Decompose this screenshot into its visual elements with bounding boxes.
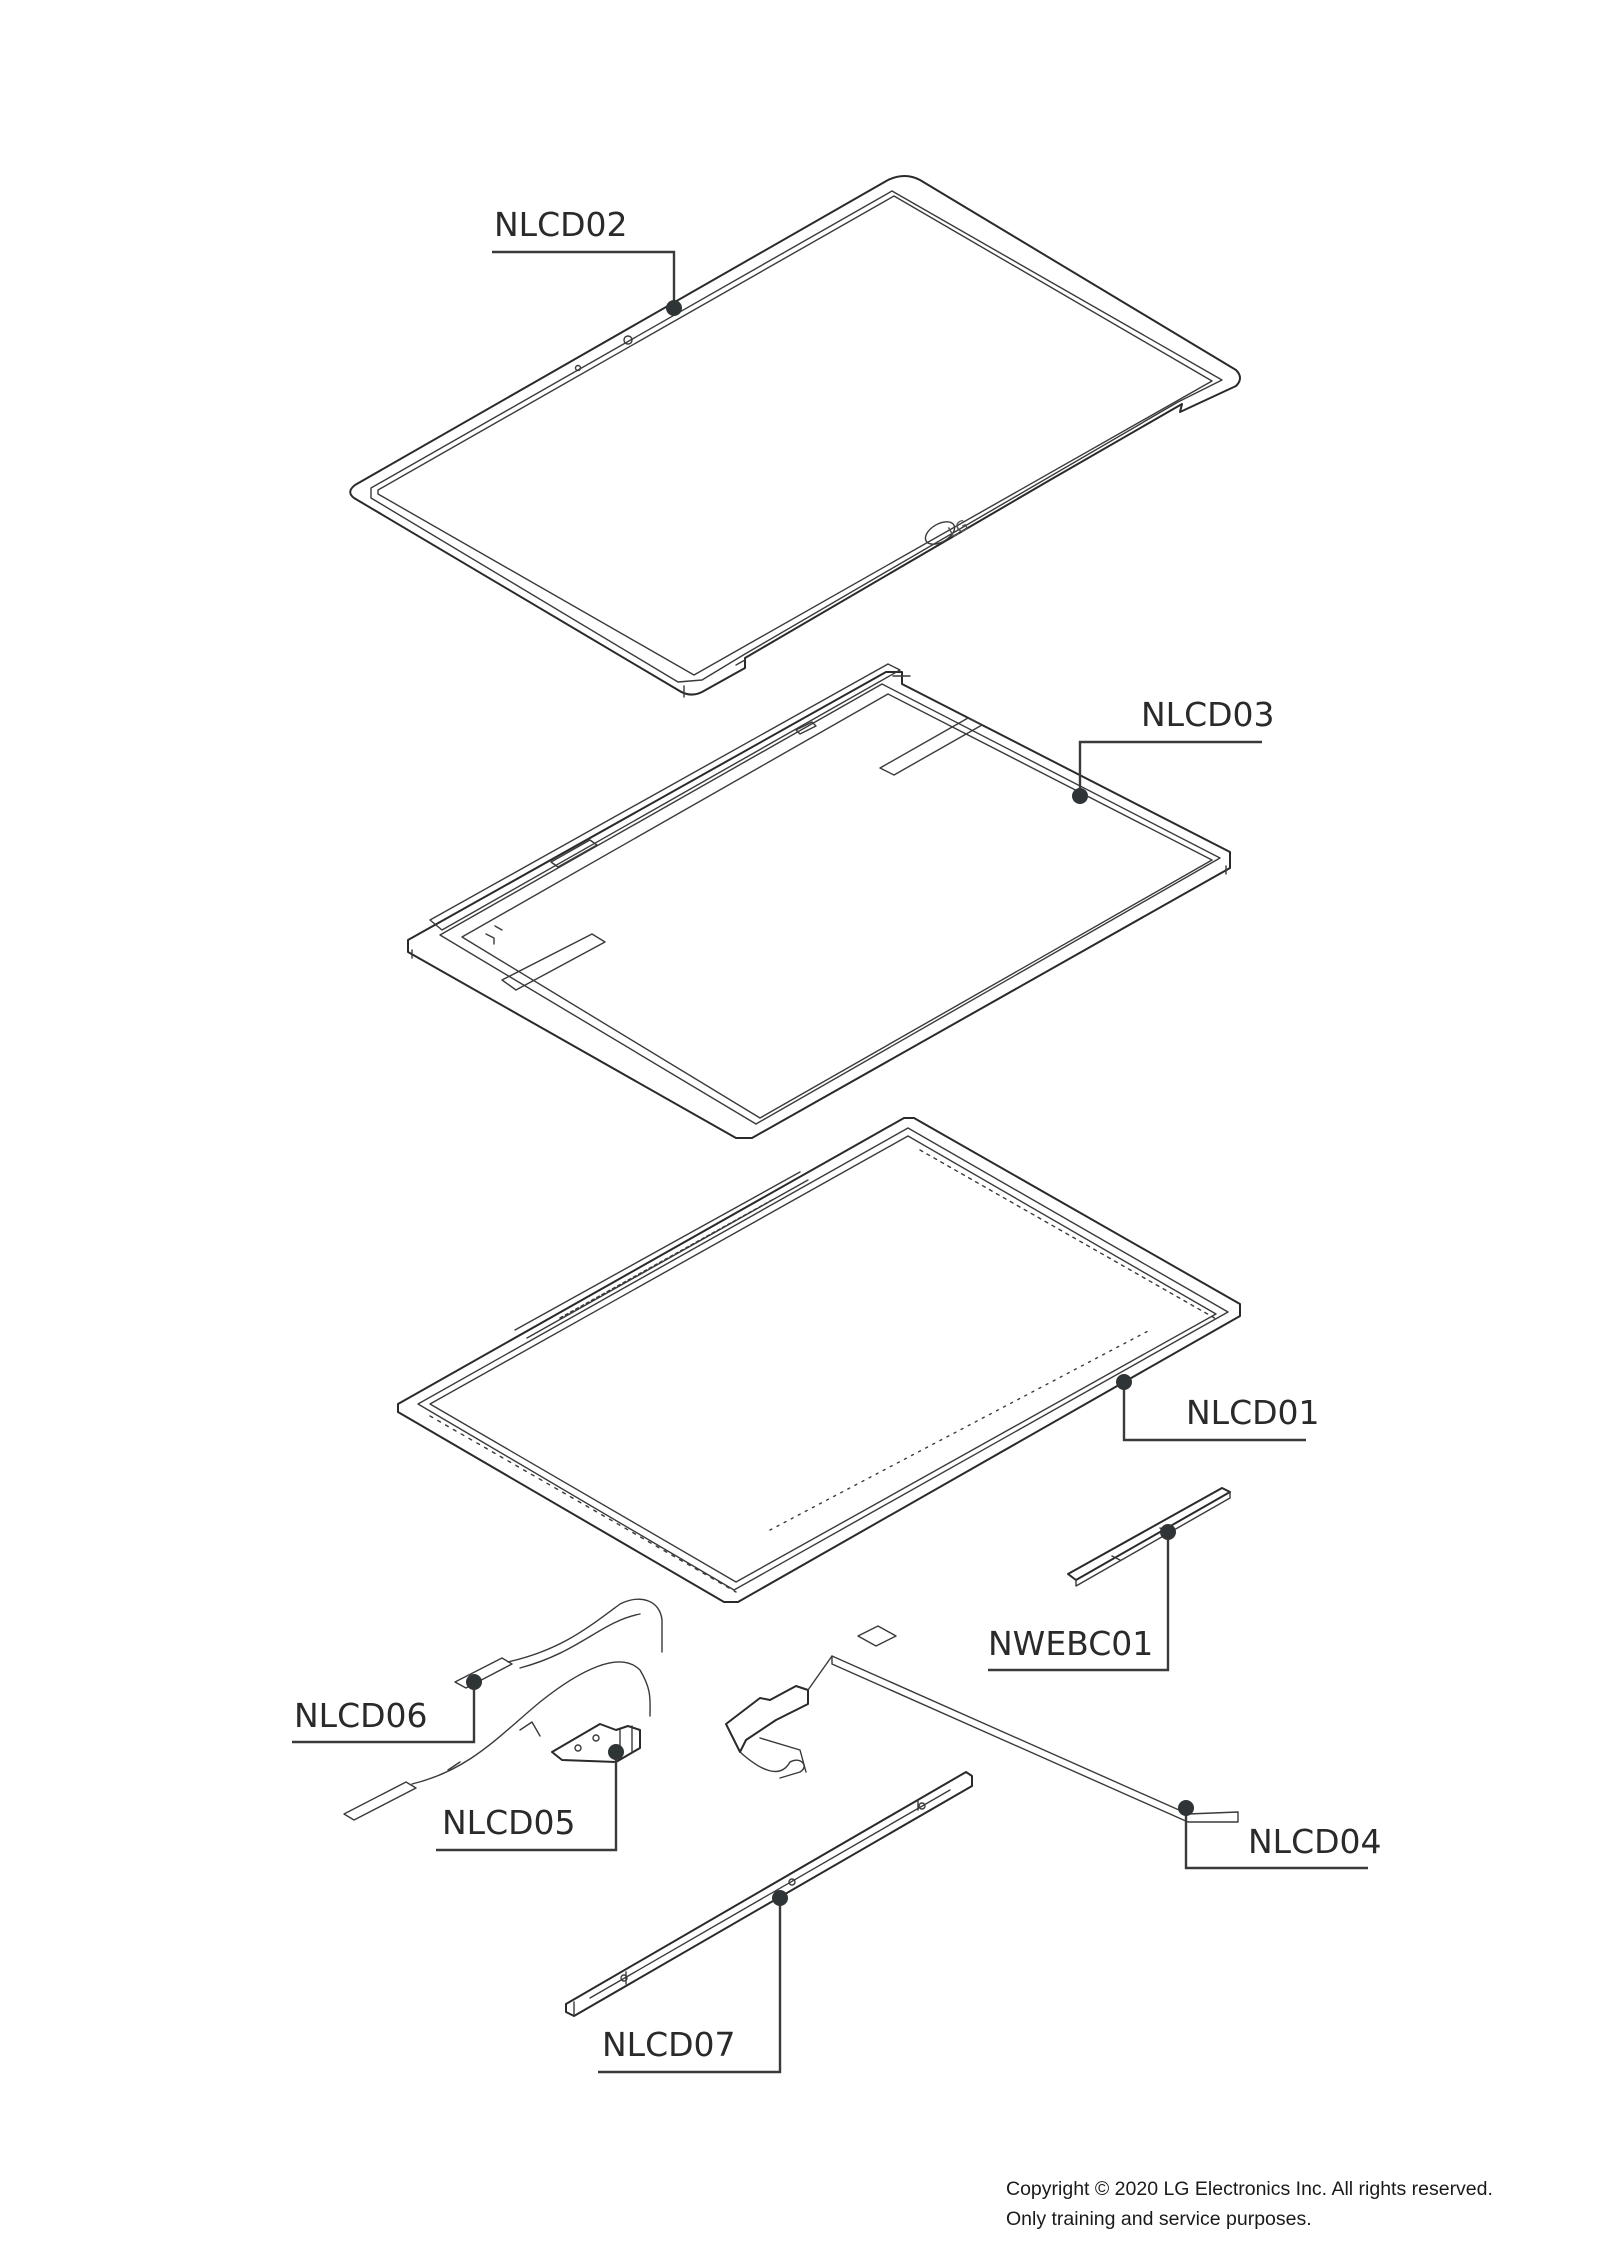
hinge-right-part (725, 1625, 1239, 1823)
callout-dot (1072, 788, 1088, 804)
callout-dot (608, 1744, 624, 1760)
callout-label: NLCD06 (294, 1696, 428, 1735)
lcd-bezel-part: LG (349, 175, 1241, 698)
callout-dot (1160, 1524, 1176, 1540)
callout-dot (466, 1674, 482, 1690)
callout-dot (1116, 1374, 1132, 1390)
callout-nlcd04: NLCD04 (1178, 1800, 1382, 1870)
callout-dot (1178, 1800, 1194, 1816)
purpose-line: Only training and service purposes. (1006, 2208, 1312, 2230)
lcd-rear-cover-part (397, 1117, 1241, 1603)
callout-label: NLCD04 (1248, 1822, 1382, 1861)
lcd-panel-part (407, 663, 1231, 1139)
callout-dot (772, 1890, 788, 1906)
callout-label: NLCD05 (442, 1803, 576, 1842)
callout-nlcd06: NLCD06 (292, 1674, 482, 1744)
callout-nlcd01: NLCD01 (1116, 1374, 1320, 1442)
callout-nlcd07: NLCD07 (598, 1890, 788, 2074)
callout-label: NLCD01 (1186, 1393, 1320, 1432)
callout-label: NLCD02 (494, 205, 628, 244)
callout-label: NLCD03 (1141, 695, 1275, 734)
callout-label: NLCD07 (602, 2025, 736, 2064)
webcam-module-part (1067, 1487, 1231, 1587)
copyright-line: Copyright © 2020 LG Electronics Inc. All… (1006, 2178, 1493, 2200)
hinge-cover-part (565, 1771, 973, 2017)
copyright-notice: Copyright © 2020 LG Electronics Inc. All… (1006, 2174, 1493, 2234)
callout-dot (666, 300, 682, 316)
callout-nlcd02: NLCD02 (492, 205, 682, 316)
hinge-left-part (551, 1723, 641, 1763)
callout-nlcd05: NLCD05 (436, 1744, 624, 1852)
callout-nlcd03: NLCD03 (1072, 695, 1275, 804)
callout-label: NWEBC01 (988, 1624, 1153, 1663)
lcd-cable-part (343, 1598, 663, 1821)
callout-nwebc01: NWEBC01 (988, 1524, 1176, 1672)
